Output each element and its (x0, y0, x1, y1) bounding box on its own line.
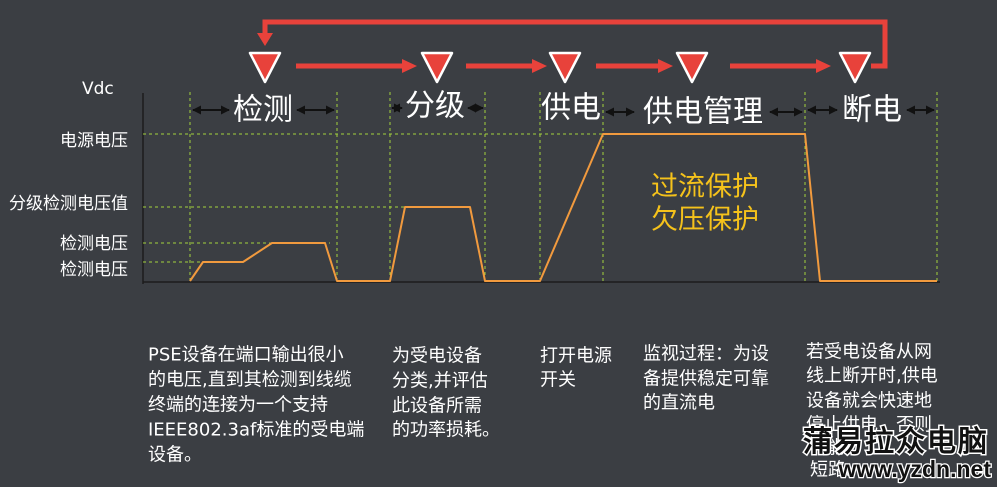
description-power-manage-line-3: 的直流电 (643, 393, 715, 414)
level-labels: 电源电压 分级检测电压值 检测电压 检测电压 (9, 131, 128, 280)
cycle-return-arrowhead (257, 33, 273, 46)
stage-label-power-on: 供电 (541, 91, 601, 126)
protection-overcurrent: 过流保护 (651, 172, 759, 203)
description-disconnect-line-1: 若受电设备从网 (806, 342, 932, 363)
description-power-manage-line-2: 备提供稳定可靠 (643, 369, 769, 390)
stage-label-disconnect: 断电 (842, 93, 902, 128)
level-label-detection-low: 检测电压 (60, 260, 128, 280)
description-power-manage: 监视过程：为设 备提供稳定可靠 的直流电 (643, 344, 769, 414)
description-detect: PSE设备在端口输出很小 的电压,直到其检测到线缆 终端的连接为一个支持 IEE… (148, 345, 364, 466)
cycle-return-arrow (262, 19, 888, 69)
description-detect-line-2: 的电压,直到其检测到线缆 (148, 370, 352, 391)
flow-arrow-1-head (402, 59, 417, 73)
voltage-waveform (189, 133, 937, 282)
description-classify-line-2: 分类,并评估 (392, 371, 488, 392)
stage-label-power-manage: 供电管理 (643, 95, 763, 130)
description-disconnect-line-3: 设备就会快速地 (806, 391, 932, 412)
stage-label-detect: 检测 (233, 93, 293, 128)
level-label-supply: 电源电压 (60, 131, 128, 151)
description-classify-line-4: 的功率损耗。 (392, 420, 500, 441)
description-detect-line-5: 设备。 (148, 445, 202, 466)
stage-span-arrows (192, 103, 935, 117)
stage-marker-classify (420, 51, 454, 84)
description-disconnect-line-2: 线上断开时,供电 (806, 366, 938, 387)
stage-boundaries (189, 92, 938, 282)
description-classify: 为受电设备 分类,并评估 此设备所需 的功率损耗。 (392, 346, 500, 441)
stage-labels: 检测 分级 供电 供电管理 断电 (233, 89, 902, 130)
axes: Vdc (82, 79, 940, 284)
stage-marker-disconnect (838, 51, 872, 84)
description-classify-line-3: 此设备所需 (392, 396, 482, 417)
flow-arrow-4-head (816, 59, 831, 73)
flow-arrow-3-head (658, 59, 673, 73)
description-disconnect-line-6: 短路。 (810, 460, 864, 481)
y-axis-label: Vdc (82, 79, 114, 99)
watermark-name: 蒲易拉众电脑 (803, 424, 989, 458)
watermark: 蒲易拉众电脑 www.yzdn.net (802, 423, 993, 484)
description-detect-line-3: 终端的连接为一个支持 (148, 395, 328, 416)
stage-marker-power-manage (675, 51, 709, 84)
flow-arrow-2-head (532, 59, 547, 73)
description-disconnect: 若受电设备从网 线上断开时,供电 设备就会快速地 停止供电，否则 能 短路。 (806, 342, 938, 481)
stage-cycle-flow (248, 19, 888, 84)
description-detect-line-1: PSE设备在端口输出很小 (148, 345, 344, 366)
description-detect-line-4: IEEE802.3af标准的受电端 (148, 420, 364, 441)
stage-marker-detect (248, 51, 282, 84)
stage-marker-power-on (548, 51, 582, 84)
description-disconnect-line-4: 停止供电，否则 (806, 415, 932, 436)
description-power-on: 打开电源 开关 (540, 346, 612, 391)
description-power-on-line-2: 开关 (540, 370, 576, 391)
protection-labels: 过流保护 欠压保护 (651, 172, 759, 236)
level-label-detection-high: 检测电压 (60, 234, 128, 254)
protection-undervoltage: 欠压保护 (651, 205, 759, 236)
description-power-on-line-1: 打开电源 (540, 346, 612, 367)
description-classify-line-1: 为受电设备 (392, 346, 482, 367)
level-label-classification: 分级检测电压值 (9, 194, 128, 214)
watermark-url: www.yzdn.net (838, 456, 992, 482)
stage-label-classify: 分级 (405, 89, 465, 124)
description-disconnect-line-5: 能 (826, 438, 844, 459)
description-power-manage-line-1: 监视过程：为设 (643, 344, 769, 365)
